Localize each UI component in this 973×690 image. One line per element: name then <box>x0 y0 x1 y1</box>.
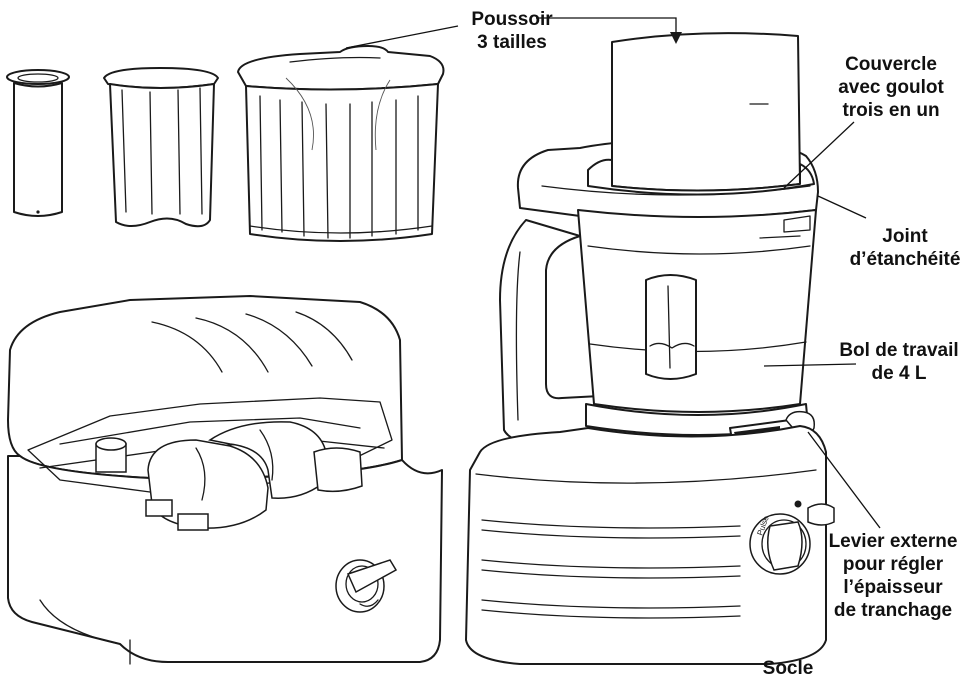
label-seal: Joint d’étanchéité <box>849 226 961 270</box>
leader-lines <box>345 17 881 529</box>
label-lever: Levier externe pour régler l’épaisseur d… <box>828 531 958 621</box>
storage-case <box>7 295 443 665</box>
large-pusher <box>237 45 445 242</box>
medium-pusher <box>103 67 219 228</box>
label-pusher: Poussoir 3 tailles <box>471 9 553 53</box>
label-base: Socle <box>762 658 814 679</box>
label-lid: Couvercle avec goulot trois en un <box>838 54 944 121</box>
small-pusher <box>6 69 70 217</box>
food-processor <box>465 32 835 665</box>
label-bowl: Bol de travail de 4 L <box>839 340 959 384</box>
